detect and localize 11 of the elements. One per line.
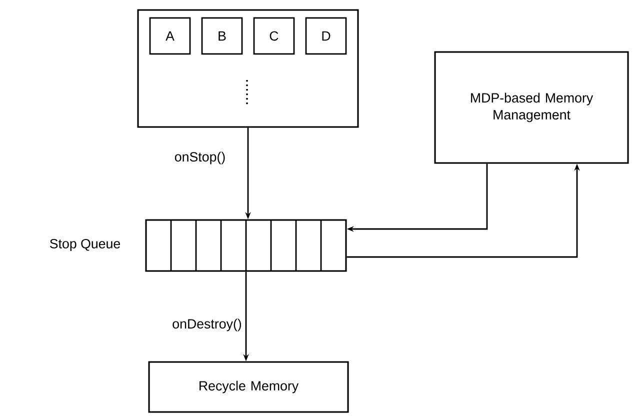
letter-box: D [305,17,347,55]
process-box: Recycle Memory [148,361,349,413]
process-box: MDP-based Memory Management [434,51,629,164]
queue-label: Stop Queue [50,238,120,252]
edge-label: onDestroy() [170,317,244,333]
letter-box: B [201,17,243,55]
letter-box: A [149,17,191,55]
letter-box: C [253,17,295,55]
container-box [137,9,359,128]
queue-drawing [145,219,347,272]
edge-label: onStop() [173,150,228,166]
